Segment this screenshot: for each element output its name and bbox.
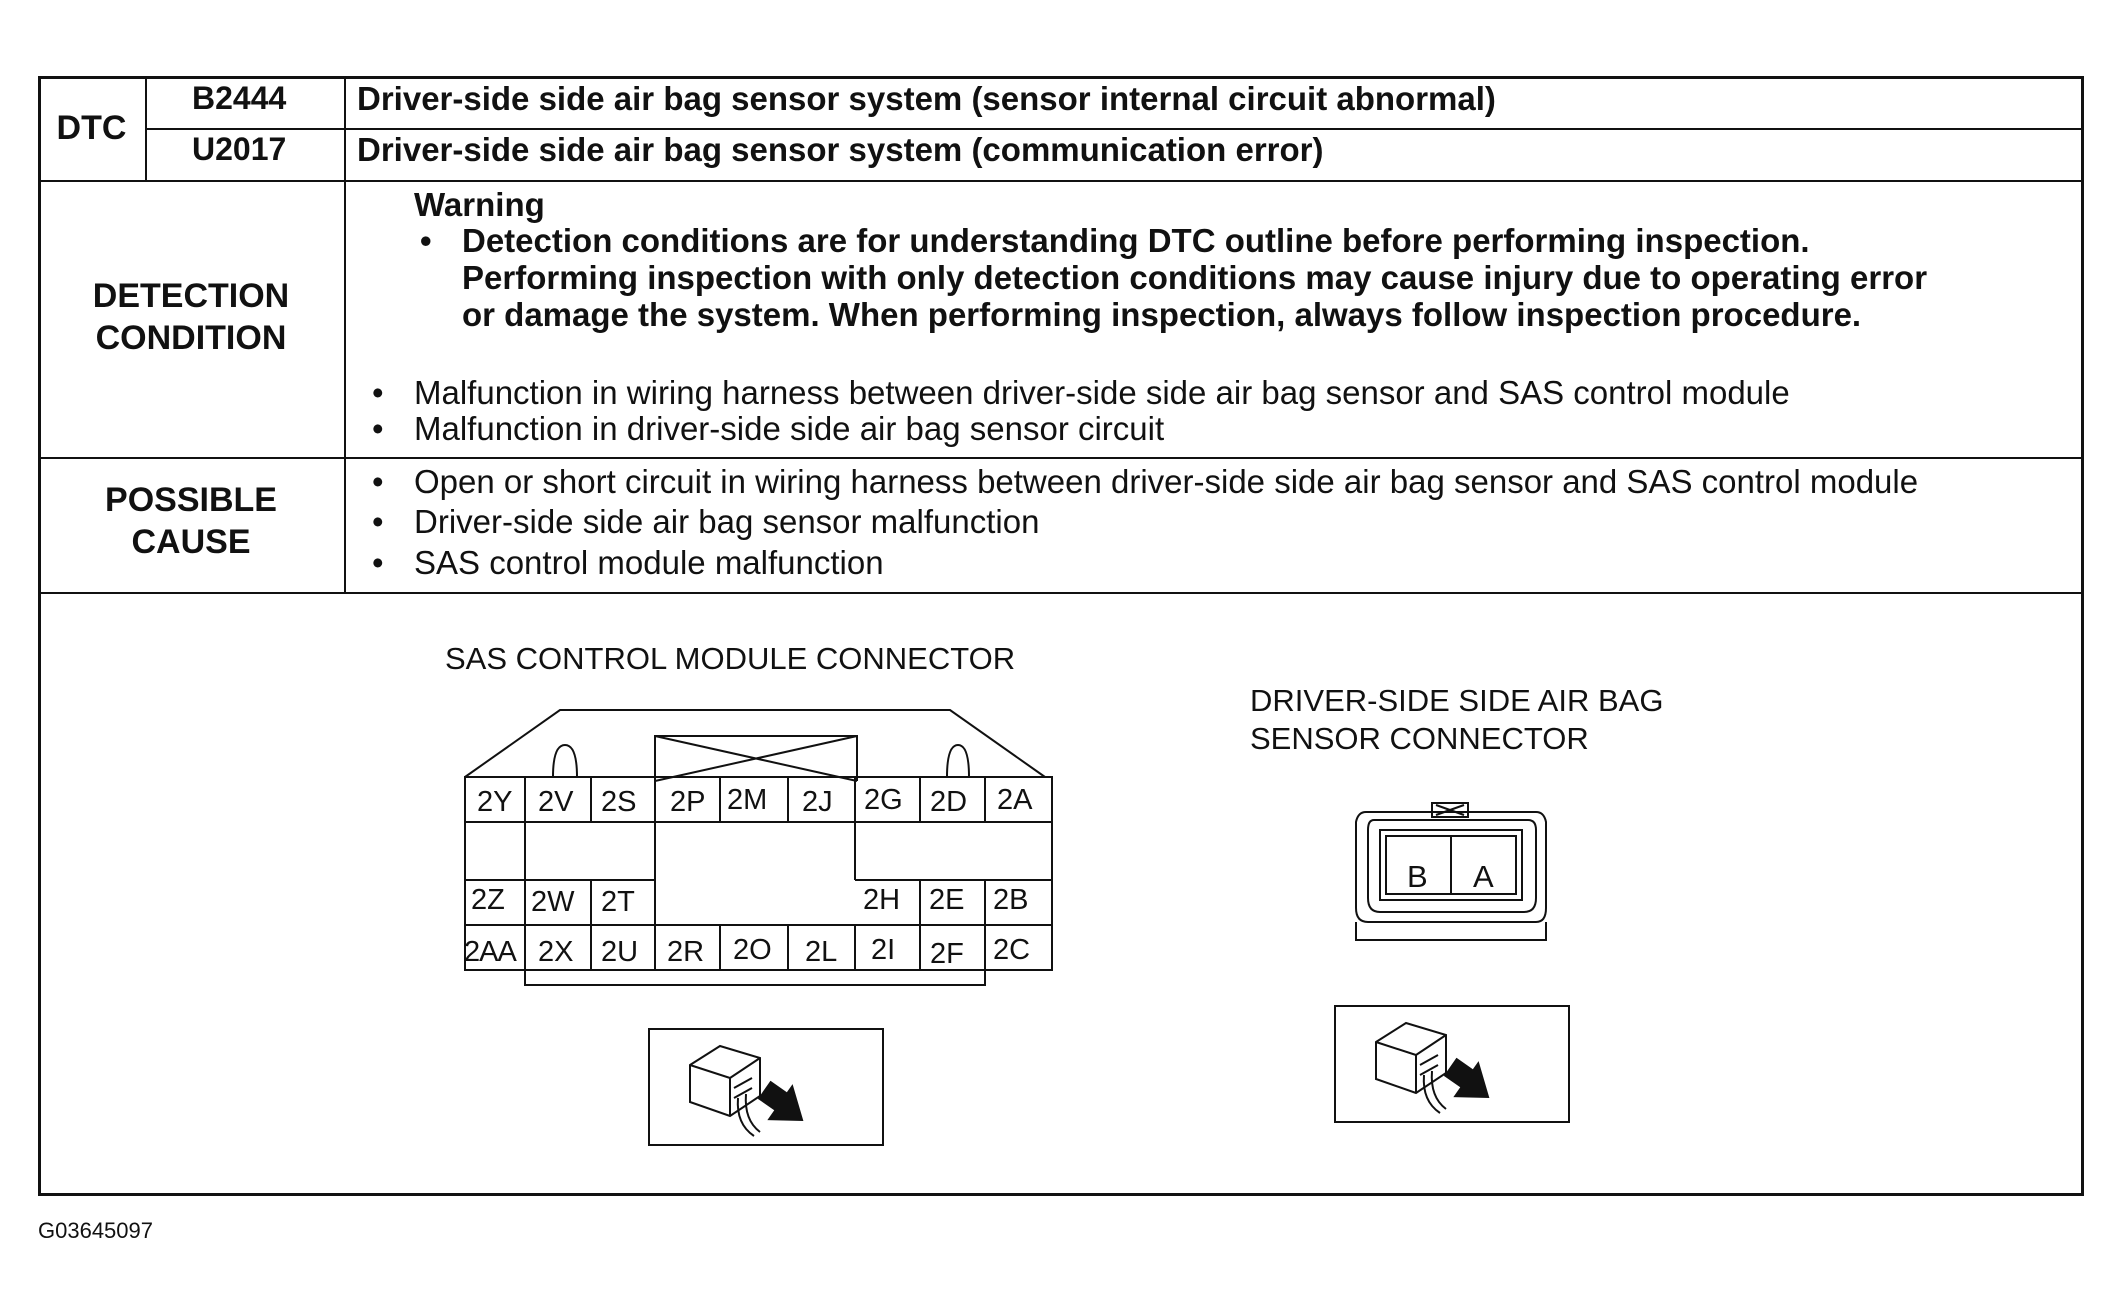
pin-label: 2P	[670, 786, 706, 818]
divider	[38, 592, 2084, 594]
detection-item: Malfunction in driver-side side air bag …	[372, 410, 1164, 448]
possible-cause-item: Open or short circuit in wiring harness …	[372, 463, 1918, 501]
pin-label: 2V	[538, 786, 574, 818]
possible-cause-label: POSSIBLE CAUSE	[38, 479, 344, 563]
divider	[344, 76, 346, 592]
pin-label: A	[1473, 859, 1494, 894]
pin-label: 2Y	[477, 786, 513, 818]
detection-label-line1: DETECTION	[92, 277, 290, 315]
pin-label: 2U	[601, 936, 639, 968]
divider	[145, 128, 2084, 130]
dtc-table-frame	[38, 76, 2084, 1196]
pin-label: 2W	[531, 886, 575, 918]
possible-cause-item: SAS control module malfunction	[372, 544, 884, 582]
pin-label: 2AA	[464, 936, 517, 968]
detection-condition-label: DETECTION CONDITION	[38, 275, 344, 359]
pin-label: 2J	[802, 786, 833, 818]
pin-label: 2O	[733, 934, 772, 966]
pin-label: 2C	[993, 934, 1031, 966]
sensor-title-line1: DRIVER-SIDE SIDE AIR BAG	[1250, 683, 1664, 718]
pin-label: 2Z	[471, 884, 505, 916]
pin-label: 2H	[863, 884, 901, 916]
pin-label: 2E	[929, 884, 965, 916]
warning-title: Warning	[414, 186, 545, 223]
pin-label: 2D	[930, 786, 968, 818]
sensor-connector-title: DRIVER-SIDE SIDE AIR BAG SENSOR CONNECTO…	[1250, 682, 1663, 758]
dtc-label: DTC	[56, 109, 127, 147]
pin-label: 2M	[727, 784, 768, 816]
detection-item: Malfunction in wiring harness between dr…	[372, 374, 1790, 412]
possible-cause-label-line2: CAUSE	[131, 523, 251, 561]
dtc-description: Driver-side side air bag sensor system (…	[357, 80, 1496, 117]
detection-label-line2: CONDITION	[95, 319, 287, 357]
pin-label: 2G	[864, 784, 903, 816]
sas-connector-title: SAS CONTROL MODULE CONNECTOR	[445, 641, 1016, 676]
pin-label: 2A	[997, 784, 1033, 816]
pin-label: 2B	[993, 884, 1029, 916]
pin-label: 2T	[601, 886, 635, 918]
pin-label: B	[1407, 859, 1428, 894]
warning-text: or damage the system. When performing in…	[462, 296, 1862, 333]
dtc-description: Driver-side side air bag sensor system (…	[357, 131, 1324, 168]
dtc-code-b2444: B2444	[192, 80, 287, 116]
divider	[38, 457, 2084, 459]
connector-view-icon	[1334, 1005, 1570, 1123]
divider	[38, 180, 2084, 182]
pin-label: 2F	[930, 938, 964, 970]
pin-label: 2R	[667, 936, 705, 968]
possible-cause-label-line1: POSSIBLE	[105, 481, 277, 519]
warning-text: Detection conditions are for understandi…	[420, 222, 1810, 260]
warning-text: Performing inspection with only detectio…	[462, 259, 1928, 296]
pin-label: 2X	[538, 936, 574, 968]
figure-id: G03645097	[38, 1218, 153, 1243]
sensor-connector-diagram	[1355, 802, 1547, 941]
connector-view-icon	[648, 1028, 884, 1146]
pin-label: 2S	[601, 786, 637, 818]
possible-cause-item: Driver-side side air bag sensor malfunct…	[372, 503, 1039, 541]
pin-label: 2I	[871, 934, 896, 966]
dtc-code-u2017: U2017	[192, 131, 287, 167]
pin-label: 2L	[805, 936, 838, 968]
divider	[145, 76, 147, 180]
sensor-title-line2: SENSOR CONNECTOR	[1250, 721, 1589, 756]
sas-connector-diagram	[464, 709, 1053, 986]
